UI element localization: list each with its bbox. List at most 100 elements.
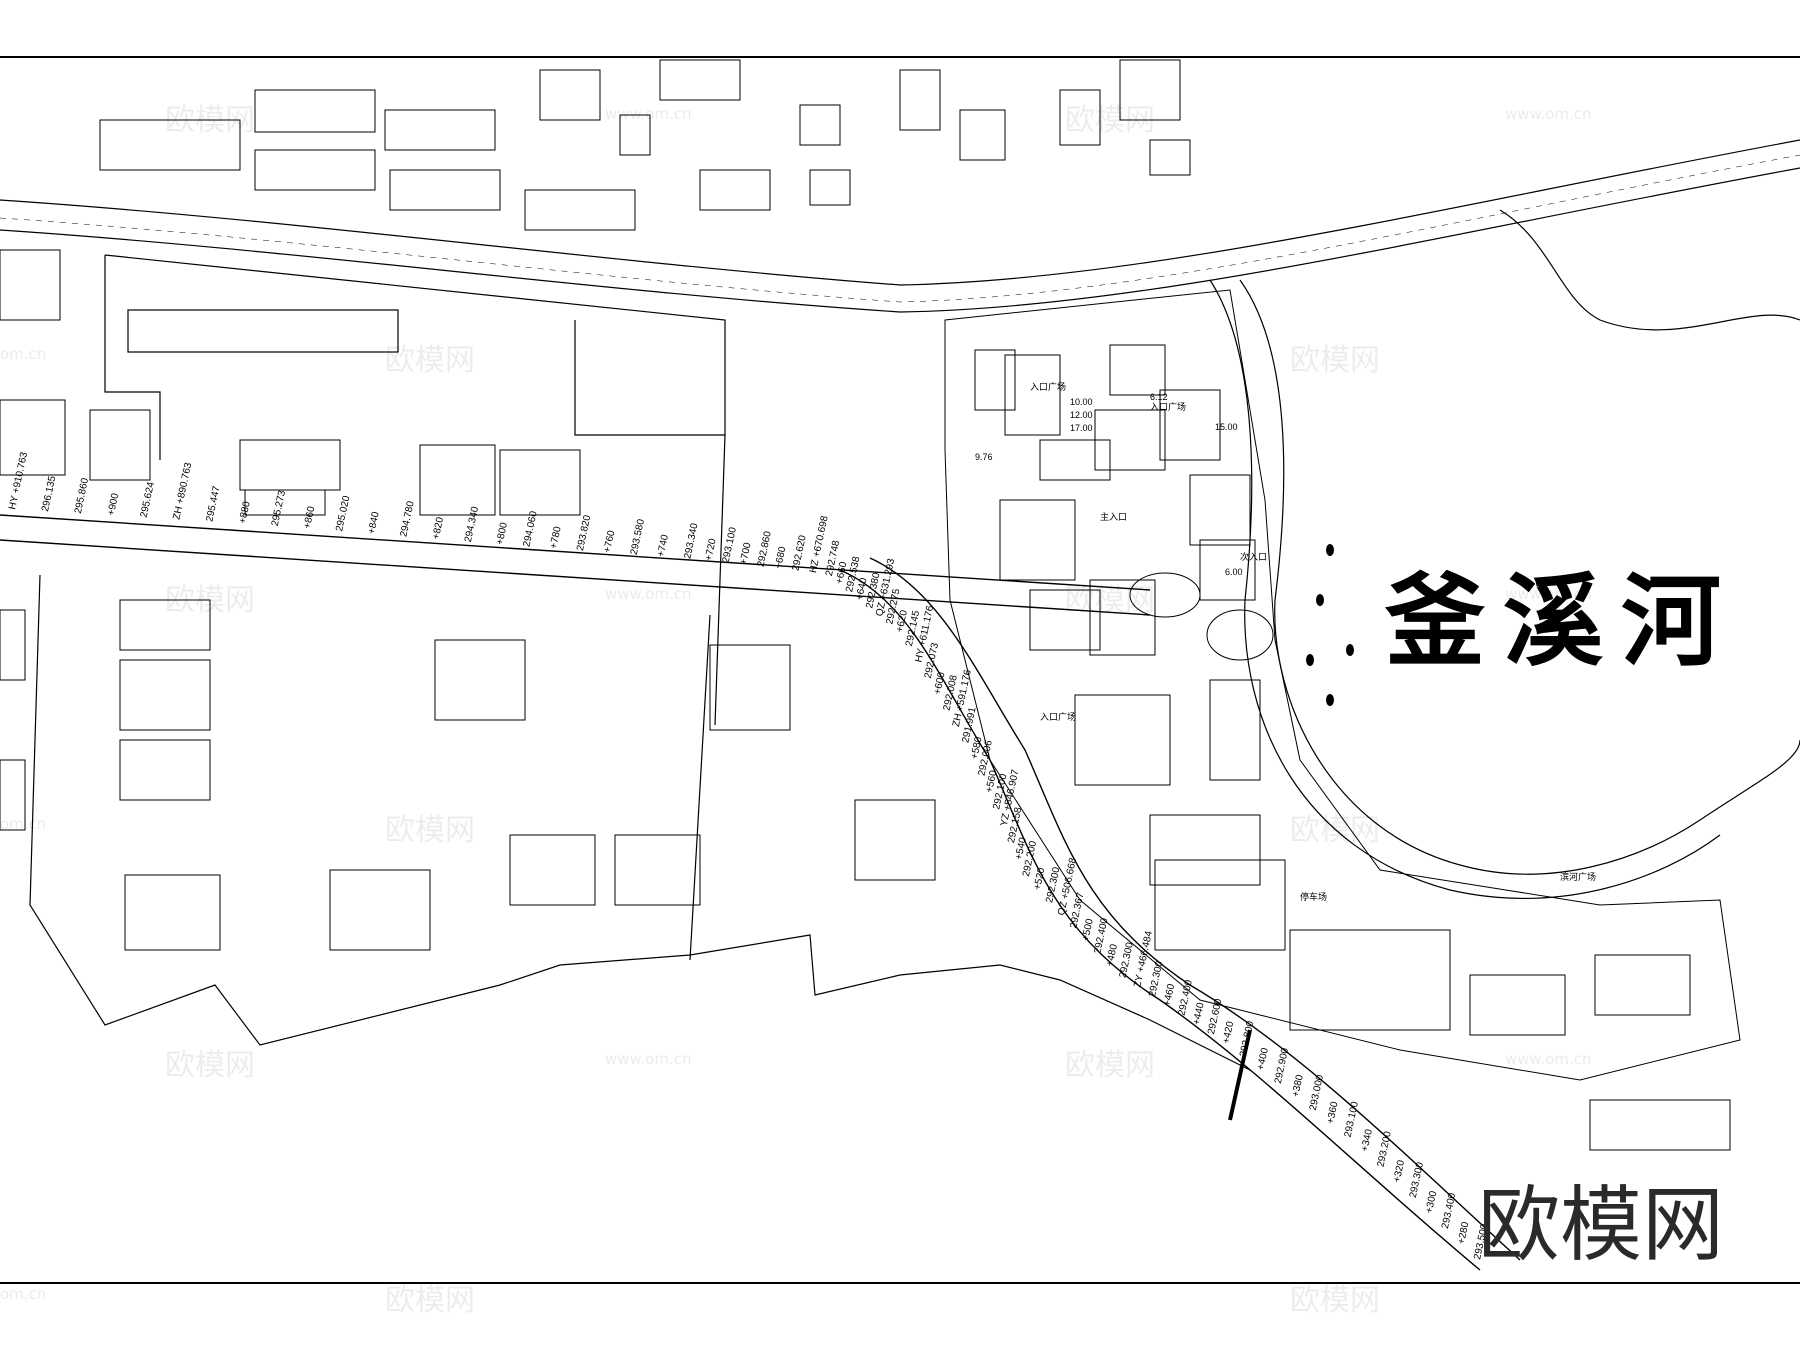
chainage-label: +440	[1191, 1001, 1207, 1026]
chainage-label: +580	[969, 735, 985, 760]
chainage-label: ZH +890.763	[171, 461, 194, 521]
place-label: 入口广场	[1030, 381, 1066, 393]
place-label: 入口广场	[1150, 401, 1186, 413]
chainage-label: 295.273	[270, 489, 288, 527]
watermark-text: 欧模网	[385, 813, 475, 848]
chainage-label: 293.820	[575, 514, 593, 552]
brand-logo: 欧模网	[1478, 1178, 1725, 1273]
chainage-label: +420	[1221, 1020, 1237, 1045]
watermark-url: www.om.cn	[1505, 585, 1592, 603]
chainage-label: +780	[548, 525, 564, 550]
chainage-label: 293.300	[1408, 1161, 1426, 1199]
chainage-label: +740	[656, 533, 672, 558]
south-estate	[29, 434, 1251, 1071]
chainage-label: +560	[984, 769, 1000, 794]
chainage-label: 293.100	[721, 526, 739, 564]
chainage-label: +600	[932, 671, 948, 696]
river-boulders	[1306, 544, 1354, 706]
chainage-label: +340	[1359, 1128, 1375, 1153]
main-road	[0, 139, 1800, 313]
chainage-label: +680	[773, 545, 789, 570]
dimension-label: 9.76	[975, 452, 993, 462]
place-label: 次入口	[1240, 551, 1267, 563]
dimension-label: 15.00	[1215, 422, 1238, 432]
chainage-label: +300	[1424, 1190, 1440, 1215]
watermark-text: 欧模网	[1065, 1048, 1155, 1083]
chainage-label: 293.200	[1376, 1130, 1394, 1168]
chainage-label: +720	[703, 537, 719, 562]
watermark-text: 欧模网	[1290, 343, 1380, 378]
watermark-url: www.om.cn	[1505, 105, 1592, 123]
place-label: 入口广场	[1040, 711, 1076, 723]
chainage-label: 293.400	[1440, 1192, 1458, 1230]
watermark-text: 欧模网	[1065, 583, 1155, 618]
villa-blocks	[0, 249, 936, 951]
chainage-label: 294.340	[463, 505, 481, 543]
chainage-label: +380	[1290, 1073, 1306, 1098]
dimension-label: 6.12	[1150, 392, 1168, 402]
chainage-label: 292.300	[1147, 960, 1165, 998]
watermark-text: 欧模网	[165, 103, 255, 138]
chainage-label: +860	[302, 505, 318, 530]
watermark-text: 欧模网	[1290, 1283, 1380, 1318]
dimension-label: 6.00	[1225, 567, 1243, 577]
chainage-label: +820	[431, 516, 447, 541]
chainage-label: +900	[106, 492, 122, 517]
chainage-label: +760	[602, 529, 618, 554]
watermark-text: 欧模网	[165, 583, 255, 618]
chainage-stations: HY +910.763 296.135 295.860 +900 295.624 ZH +…	[7, 451, 1490, 1261]
chainage-label: 293.340	[682, 522, 700, 560]
river-name-label: 釜溪河	[1385, 563, 1739, 680]
chainage-label: 293.000	[1308, 1073, 1326, 1111]
watermark-text: 欧模网	[165, 1048, 255, 1083]
place-label: 主入口	[1100, 511, 1127, 523]
chainage-label: +660	[834, 560, 850, 585]
chainage-label: 295.624	[139, 481, 157, 519]
chainage-label: 292.800	[1238, 1020, 1256, 1058]
north-buildings	[99, 59, 1191, 231]
chainage-label: 292.860	[756, 530, 774, 568]
watermark-text: 欧模网	[385, 343, 475, 378]
chainage-label: +520	[1032, 866, 1048, 891]
chainage-label: 292.300	[1118, 941, 1136, 979]
chainage-label: +500	[1080, 917, 1096, 942]
watermark-url: www.om.cn	[605, 1050, 692, 1068]
dimension-label: 10.00	[1070, 397, 1093, 407]
place-label: 停车场	[1300, 891, 1327, 903]
dimension-label: 12.00	[1070, 410, 1093, 420]
chainage-label: HY +910.763	[7, 451, 30, 511]
chainage-label: +360	[1325, 1100, 1341, 1125]
chainage-label: 293.100	[1343, 1100, 1361, 1138]
watermark-url: www.om.cn	[605, 105, 692, 123]
chainage-label: 295.860	[73, 477, 91, 515]
chainage-label: +460	[1162, 982, 1178, 1007]
chainage-label: 295.020	[334, 494, 352, 532]
watermark-text: 欧模网	[1290, 813, 1380, 848]
chainage-label: 292.620	[790, 534, 808, 572]
chainage-label: +800	[495, 521, 511, 546]
chainage-label: +540	[1013, 836, 1029, 861]
chainage-label: 294.780	[398, 500, 416, 538]
chainage-label: +700	[738, 541, 754, 566]
watermark-url: www.om.cn	[1505, 1050, 1592, 1068]
watermark-text: 欧模网	[1065, 103, 1155, 138]
watermark-url: om.cn	[0, 815, 47, 833]
chainage-label: 292.400	[1177, 979, 1195, 1017]
chainage-label: +640	[854, 576, 870, 601]
chainage-label: +400	[1255, 1046, 1271, 1071]
chainage-label: +480	[1104, 943, 1120, 968]
chainage-label: 292.600	[1206, 997, 1224, 1035]
riverside-complex	[944, 289, 1741, 1151]
chainage-label: 296.135	[40, 475, 58, 513]
place-label: 滨河广场	[1560, 871, 1596, 883]
chainage-label: 295.447	[204, 485, 222, 523]
chainage-label: +880	[237, 500, 253, 525]
chainage-label: +840	[366, 510, 382, 535]
chainage-label: 292.900	[1273, 1047, 1291, 1085]
chainage-label: +620	[894, 609, 910, 634]
watermark-url: om.cn	[0, 345, 47, 363]
watermark-url: www.om.cn	[605, 585, 692, 603]
dimension-label: 17.00	[1070, 423, 1093, 433]
